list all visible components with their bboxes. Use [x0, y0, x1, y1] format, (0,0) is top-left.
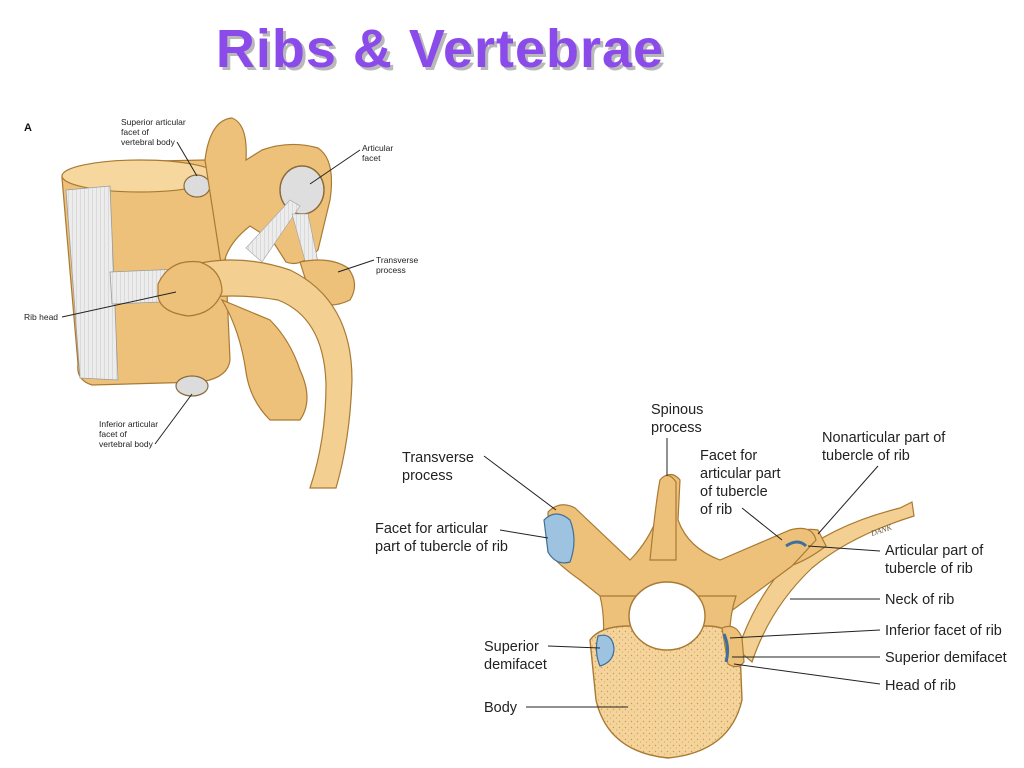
label-neck-of-rib-text: Neck of rib	[885, 592, 954, 608]
label-head-of-rib: Head of rib	[733, 663, 956, 694]
label-articular-facet-a: Articular facet	[309, 143, 393, 185]
label-nonarticular-line2: tubercle of rib	[822, 448, 910, 464]
label-transverse-process-a-line1: Transverse	[376, 255, 418, 265]
rib-shaft-a	[175, 259, 353, 489]
slide-title: Ribs & Vertebrae	[215, 19, 665, 79]
label-superior-demifacet-right-text: Superior demifacet	[885, 650, 1007, 666]
label-articular-facet-line1: Articular	[362, 143, 393, 153]
label-neck-of-rib: Neck of rib	[790, 592, 954, 608]
vertebral-foramen	[628, 581, 706, 651]
label-superior-demifacet-left-line1: Superior	[484, 639, 539, 655]
panel-label-a: A	[24, 122, 32, 134]
tubercle-facet-b	[785, 540, 808, 548]
figure-b-illustration: DANK	[543, 473, 915, 759]
transverse-facet-left	[543, 513, 575, 564]
inferior-articular-facet-a	[175, 375, 209, 397]
label-transverse-process-a: Transverse process	[337, 255, 418, 275]
spinous-process-b	[649, 474, 677, 561]
label-superior-demifacet-left: Superior demifacet	[484, 639, 601, 673]
label-body-text: Body	[484, 700, 518, 716]
label-articular-tubercle-line2: tubercle of rib	[885, 561, 973, 577]
label-articular-tubercle-line1: Articular part of	[885, 543, 984, 559]
label-superior-facet-line3: vertebral body	[121, 137, 176, 147]
label-spinous-line1: Spinous	[651, 402, 703, 418]
rib-head-a	[157, 260, 223, 317]
label-transverse-process-b: Transverse process	[402, 450, 557, 511]
label-superior-facet-a: Superior articular facet of vertebral bo…	[121, 117, 198, 177]
label-inferior-facet-line3: vertebral body	[99, 439, 154, 449]
label-head-of-rib-text: Head of rib	[885, 678, 956, 694]
label-superior-demifacet-right: Superior demifacet	[732, 650, 1007, 666]
figure-a-illustration	[61, 117, 356, 489]
label-inferior-facet-line2: facet of	[99, 429, 128, 439]
label-transverse-process-a-line2: process	[376, 265, 406, 275]
superior-demifacet-left	[595, 634, 615, 667]
label-inferior-facet-rib-text: Inferior facet of rib	[885, 623, 1002, 639]
label-facet-tubercle-right-line2: articular part	[700, 466, 781, 482]
label-facet-tubercle-left: Facet for articular part of tubercle of …	[375, 521, 549, 555]
vertebral-body-b	[589, 625, 743, 759]
label-inferior-facet-line1: Inferior articular	[99, 419, 158, 429]
inferior-process	[220, 298, 308, 421]
label-rib-head-a-text: Rib head	[24, 312, 58, 322]
label-articular-facet-line2: facet	[362, 153, 381, 163]
label-superior-facet-line2: facet of	[121, 127, 150, 137]
label-body: Body	[484, 700, 628, 716]
label-superior-facet-line1: Superior articular	[121, 117, 186, 127]
label-spinous-process: Spinous process	[651, 402, 703, 476]
label-articular-tubercle: Articular part of tubercle of rib	[807, 543, 984, 577]
label-nonarticular-line1: Nonarticular part of	[822, 430, 946, 446]
label-facet-tubercle-right: Facet for articular part of tubercle of …	[700, 448, 783, 541]
label-facet-tubercle-right-line4: of rib	[700, 502, 732, 518]
label-rib-head-a: Rib head	[24, 291, 177, 322]
costotransverse-ligament	[245, 199, 301, 263]
label-transverse-b-line2: process	[402, 468, 453, 484]
label-inferior-facet-rib: Inferior facet of rib	[729, 623, 1002, 639]
label-superior-demifacet-left-line2: demifacet	[484, 657, 547, 673]
anterior-ligament	[65, 185, 119, 381]
label-facet-tubercle-right-line3: of tubercle	[700, 484, 768, 500]
superior-articular-facet-a	[183, 174, 211, 198]
label-facet-tubercle-right-line1: Facet for	[700, 448, 757, 464]
label-transverse-b-line1: Transverse	[402, 450, 474, 466]
label-inferior-facet-a: Inferior articular facet of vertebral bo…	[99, 393, 193, 449]
label-facet-tubercle-left-line1: Facet for articular	[375, 521, 488, 537]
label-facet-tubercle-left-line2: part of tubercle of rib	[375, 539, 508, 555]
label-spinous-line2: process	[651, 420, 702, 436]
rib-head-facet-b	[722, 633, 730, 663]
label-nonarticular-tubercle: Nonarticular part of tubercle of rib	[817, 430, 946, 535]
